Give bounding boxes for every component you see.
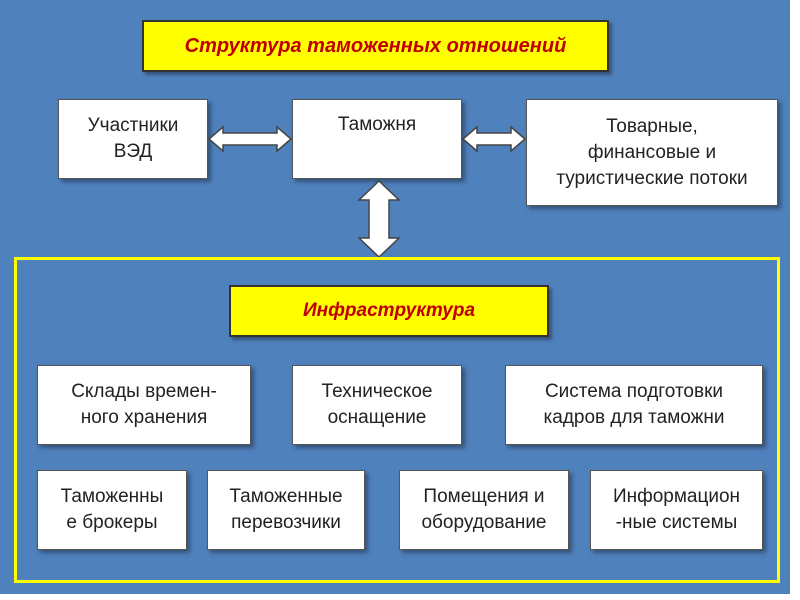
diagram-title: Структура таможенных отношений: [142, 20, 609, 72]
double-arrow-vertical: [357, 179, 401, 259]
double-arrow-left: [207, 125, 293, 153]
double-arrow-right: [461, 125, 527, 153]
box-technical-equipment: Техническое оснащение: [292, 365, 462, 445]
box-flows: Товарные, финансовые и туристические пот…: [526, 99, 778, 206]
box-information-systems: Информацион -ные системы: [590, 470, 763, 550]
box-premises-equipment: Помещения и оборудование: [399, 470, 569, 550]
slide-background: Структура таможенных отношений Участники…: [0, 0, 790, 594]
box-ved-participants: Участники ВЭД: [58, 99, 208, 179]
box-staff-training: Система подготовки кадров для таможни: [505, 365, 763, 445]
infrastructure-frame: [14, 257, 780, 583]
box-temporary-storage: Склады времен- ного хранения: [37, 365, 251, 445]
box-customs: Таможня: [292, 99, 462, 179]
infrastructure-title: Инфраструктура: [229, 285, 549, 337]
box-customs-brokers: Таможенны е брокеры: [37, 470, 187, 550]
box-customs-carriers: Таможенные перевозчики: [207, 470, 365, 550]
